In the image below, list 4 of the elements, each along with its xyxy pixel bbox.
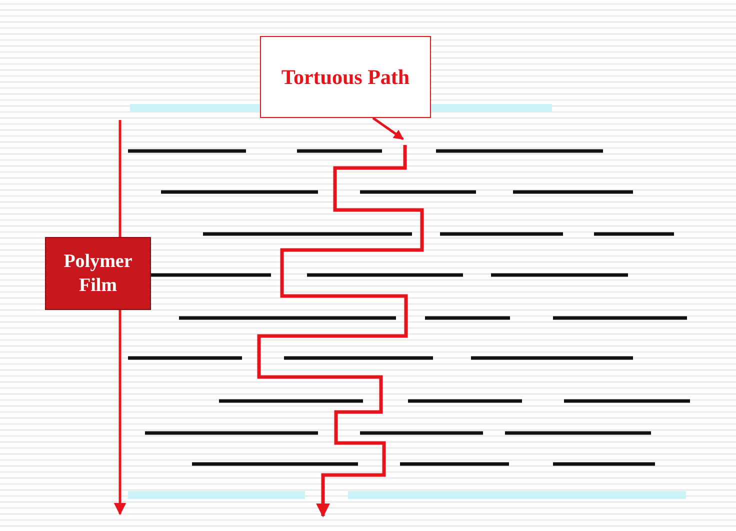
leader-arrow [372,116,404,140]
label-box: Polymer Film [45,237,151,310]
zigzag-arrow [257,145,424,518]
label-box: Tortuous Path [260,36,431,118]
